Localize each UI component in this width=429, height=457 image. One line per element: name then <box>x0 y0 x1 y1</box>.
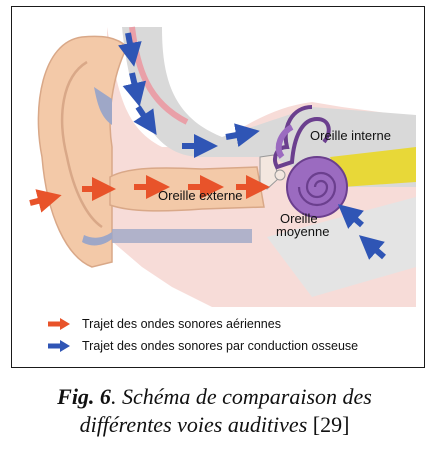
legend-bone: Trajet des ondes sonores par conduction … <box>46 339 358 353</box>
caption-reference: [29] <box>312 412 350 437</box>
blue-arrow-icon <box>358 235 386 260</box>
orange-arrow-icon <box>48 318 70 330</box>
label-inner-ear: Oreille interne <box>310 128 391 143</box>
blue-arrow-icon <box>122 72 147 107</box>
blue-arrow-icon <box>48 340 70 352</box>
diagram-frame: Oreille externe Oreille moyenne Oreille … <box>11 6 425 368</box>
figure-caption: Fig. 6. Schéma de comparaison des différ… <box>0 383 429 439</box>
blue-arrow-icon <box>225 123 260 147</box>
label-middle-ear-line1: Oreille <box>280 211 318 226</box>
air-conduction-arrows <box>29 175 270 213</box>
blue-arrow-icon <box>133 105 157 135</box>
blue-arrow-icon <box>118 32 142 67</box>
label-outer-ear: Oreille externe <box>158 188 243 203</box>
caption-title-part2: différentes voies auditives <box>79 412 308 437</box>
caption-line2: différentes voies auditives [29] <box>0 411 429 439</box>
label-middle-ear-line2: moyenne <box>276 224 330 239</box>
caption-line1: Fig. 6. Schéma de comparaison des <box>0 383 429 411</box>
auditory-nerve <box>330 147 416 187</box>
blue-arrow-icon <box>337 204 364 229</box>
ear-canal <box>109 166 265 243</box>
ear-anatomy-diagram <box>29 26 416 307</box>
legend-bone-text: Trajet des ondes sonores par conduction … <box>82 339 359 353</box>
cochlea <box>273 105 348 218</box>
caption-title-part1: . Schéma de comparaison des <box>110 384 372 409</box>
bone-conduction-arrows <box>118 32 386 260</box>
figure-label: Fig. 6 <box>57 384 111 409</box>
orange-arrow-icon <box>29 189 62 213</box>
legend-air-text: Trajet des ondes sonores aériennes <box>82 317 281 331</box>
legend-air: Trajet des ondes sonores aériennes <box>46 317 281 331</box>
